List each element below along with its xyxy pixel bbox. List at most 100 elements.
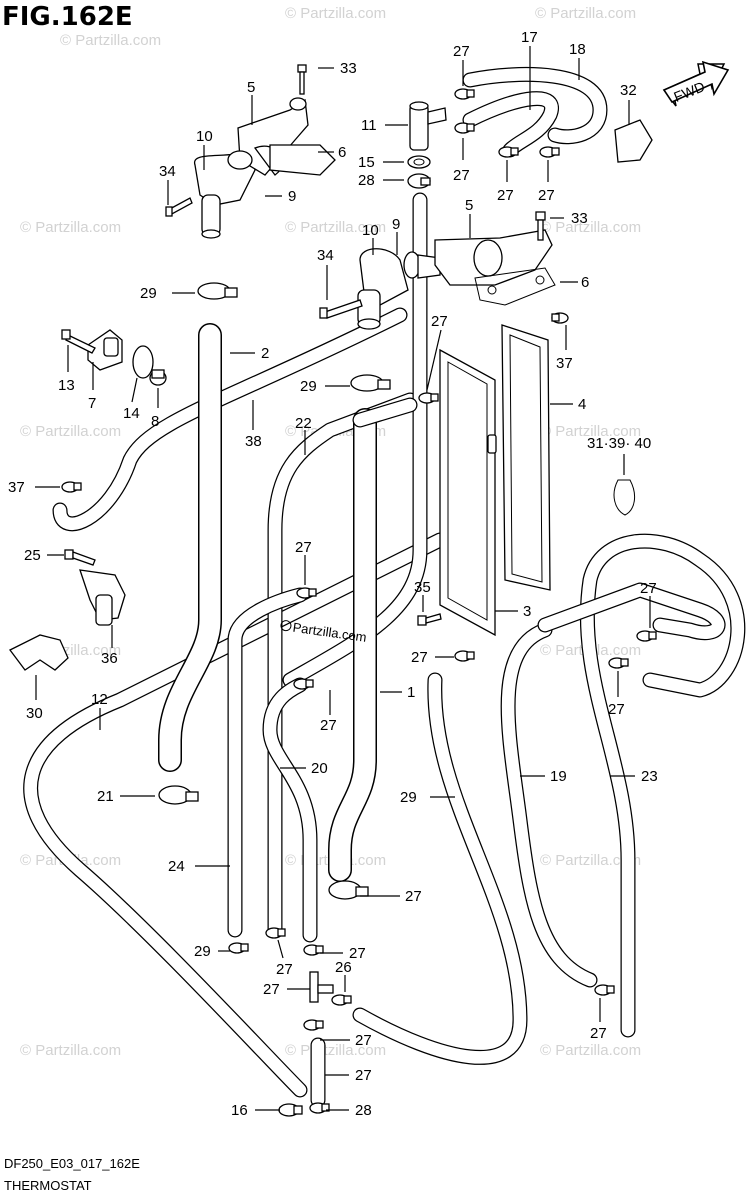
callout-27: 29 (194, 943, 211, 960)
callout-11: 11 (361, 117, 377, 134)
bolt-33b (535, 211, 546, 241)
callout-27: 27 (320, 717, 337, 734)
clamp-28 (278, 1103, 303, 1117)
bracket-36 (79, 569, 126, 626)
watermark: © Partzilla.com (20, 423, 121, 440)
watermark: © Partzilla.com (540, 852, 641, 869)
bolt-33a (297, 64, 307, 95)
clamp-29 (328, 880, 369, 900)
clip-28a (407, 173, 431, 189)
clamp-group (61, 88, 657, 1117)
thermostat-housing-middle (434, 229, 553, 286)
bolt-25 (64, 549, 96, 566)
figure-title: FIG.162E (2, 2, 133, 32)
callout-38: 38 (245, 433, 262, 450)
callout-29: 29 (300, 378, 317, 395)
callout-31-39-40: 31·39· 40 (587, 435, 651, 452)
clamp-27 (608, 657, 629, 669)
clamp-32 (614, 119, 653, 163)
callout-27: 27 (355, 1032, 372, 1049)
callout-5: 5 (465, 197, 473, 214)
callout-27: 27 (538, 187, 555, 204)
callout-29: 21 (97, 788, 114, 805)
callout-33: 33 (571, 210, 588, 227)
clamp-27 (636, 630, 657, 642)
callout-36: 36 (101, 650, 118, 667)
callout-23: 19 (550, 768, 567, 785)
callout-27: 27 (497, 187, 514, 204)
watermark: © Partzilla.com (20, 219, 121, 236)
callout-26: 27 (263, 981, 280, 998)
callout-labels: 33 5 10 6 34 9 29 27 17 18 32 11 15 28 2… (8, 29, 658, 1119)
bolt-34b (319, 299, 363, 319)
callout-18: 18 (569, 41, 586, 58)
figure-code: DF250_E03_017_162E (4, 1156, 140, 1171)
callout-1: 1 (407, 684, 415, 701)
watermark: © Partzilla.com (535, 5, 636, 22)
tee-26 (309, 971, 334, 1003)
clamp-27 (331, 994, 352, 1006)
callout-27: 27 (276, 961, 293, 978)
clamp-27 (539, 146, 560, 158)
clamp-27 (293, 678, 314, 690)
bolt-34a (165, 197, 193, 217)
watermark: © Partzilla.com (540, 1042, 641, 1059)
callout-9: 9 (392, 216, 400, 233)
thermostat-middle (403, 251, 441, 279)
clamp-27 (594, 984, 615, 996)
callout-33: 33 (340, 60, 357, 77)
thermostat-upper (227, 150, 253, 170)
callout-20: 20 (311, 760, 328, 777)
clamp-27 (303, 944, 324, 956)
callout-27: 28 (355, 1102, 372, 1119)
hose-group (23, 66, 746, 1108)
callout-17: 17 (521, 29, 538, 46)
callout-27: 27 (640, 580, 657, 597)
callout-29: 27 (405, 888, 422, 905)
callout-19: 29 (400, 789, 417, 806)
callout-6: 6 (338, 144, 346, 161)
clamp-27 (454, 650, 475, 662)
callout-6: 6 (581, 274, 589, 291)
callout-28: 28 (358, 172, 375, 189)
watermark-layer: © Partzilla.com © Partzilla.com © Partzi… (20, 5, 641, 1059)
callout-9: 9 (288, 188, 296, 205)
o-ring-14 (132, 345, 154, 379)
fwd-label: FWD (671, 78, 707, 105)
callout-22: 22 (295, 415, 312, 432)
callout-8: 8 (151, 413, 159, 430)
thermostat-cover-middle (357, 248, 409, 330)
callout-27: 27 (608, 701, 625, 718)
callout-25: 25 (24, 547, 41, 564)
clamp-37 (61, 481, 82, 493)
callout-12: 12 (91, 691, 108, 708)
watermark: © Partzilla.com (285, 219, 386, 236)
callout-27: 27 (453, 43, 470, 60)
gasket-4 (501, 324, 551, 591)
washer-15 (407, 155, 431, 169)
callout-35: 35 (414, 579, 431, 596)
callout-10: 10 (196, 128, 213, 145)
clamp-27 (303, 1019, 324, 1031)
clamp-29 (197, 282, 238, 300)
callout-2: 2 (261, 345, 269, 362)
clamp-27 (265, 927, 286, 939)
callout-16: 27 (355, 1067, 372, 1084)
watermark: © Partzilla.com (540, 219, 641, 236)
callout-10: 10 (362, 222, 379, 239)
callout-21: 24 (168, 858, 185, 875)
callout-27: 27 (411, 649, 428, 666)
gasket-upper (269, 144, 336, 176)
figure-name: THERMOSTAT (4, 1178, 92, 1193)
clamp-27 (309, 1102, 330, 1114)
callout-14: 14 (123, 405, 140, 422)
bolt-35 (417, 613, 442, 626)
callout-27: 27 (431, 313, 448, 330)
callout-27: 26 (335, 959, 352, 976)
clip-31-39-40 (613, 479, 636, 516)
callout-15: 15 (358, 154, 375, 171)
clamp-27 (228, 942, 249, 954)
leader-lines (35, 46, 651, 1111)
clamp-37 (551, 312, 569, 324)
